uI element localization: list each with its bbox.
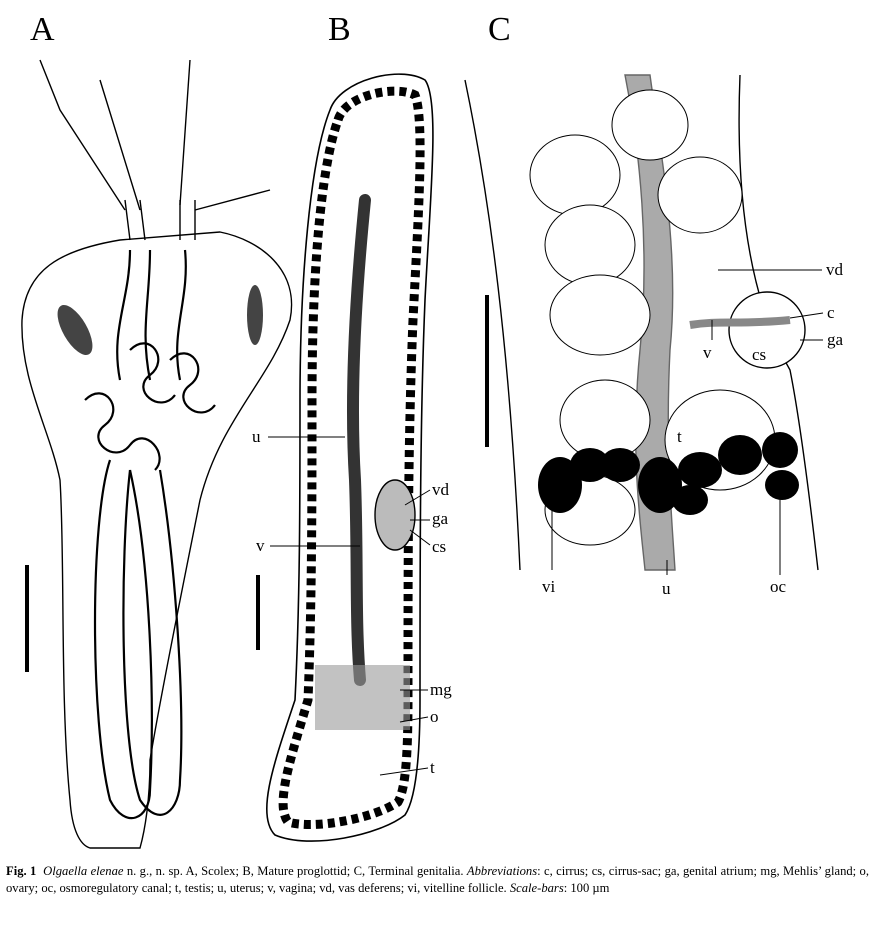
caption-text: n. g., n. sp. A, Scolex; B, Mature progl… bbox=[123, 864, 467, 878]
label-b-t: t bbox=[430, 758, 435, 777]
caption-fig-number: Fig. 1 bbox=[6, 864, 37, 878]
caption-abbreviations: : c, cirrus; cs, cirrus-sac; ga, genital… bbox=[6, 864, 869, 895]
figure-illustration: A B C u vd v ga cs mg o t vd c ga cs v t… bbox=[21, 11, 844, 849]
panel-c-terminal-genitalia bbox=[464, 74, 819, 571]
label-c-cs: cs bbox=[752, 345, 766, 364]
label-c-t: t bbox=[677, 427, 682, 446]
label-b-u: u bbox=[252, 427, 261, 446]
label-b-v: v bbox=[256, 536, 265, 555]
label-c-v: v bbox=[703, 343, 712, 362]
panel-c-leader-lines bbox=[551, 269, 824, 575]
label-c-ga: ga bbox=[827, 330, 844, 349]
panel-label-c: C bbox=[488, 11, 511, 48]
panel-a-scolex bbox=[21, 59, 293, 849]
label-b-vd: vd bbox=[432, 480, 450, 499]
label-c-vi: vi bbox=[542, 577, 556, 596]
panel-b-proglottid bbox=[265, 73, 434, 842]
label-c-vd: vd bbox=[826, 260, 844, 279]
label-b-ga: ga bbox=[432, 509, 449, 528]
label-b-o: o bbox=[430, 707, 439, 726]
label-b-mg: mg bbox=[430, 680, 452, 699]
label-c-oc: oc bbox=[770, 577, 787, 596]
caption-abbreviations-label: Abbreviations bbox=[466, 864, 538, 878]
caption-scale-label: Scale-bars bbox=[509, 881, 564, 895]
panel-label-a: A bbox=[30, 11, 55, 48]
label-c-u: u bbox=[662, 579, 671, 598]
figure-caption: Fig. 1 Olgaella elenae n. g., n. sp. A, … bbox=[6, 863, 869, 897]
panel-label-b: B bbox=[328, 11, 351, 48]
label-c-c: c bbox=[827, 303, 835, 322]
caption-species: Olgaella elenae bbox=[43, 864, 124, 878]
panel-b-leader-lines bbox=[268, 436, 431, 776]
caption-scale: : 100 µm bbox=[563, 881, 610, 895]
label-b-cs: cs bbox=[432, 537, 446, 556]
